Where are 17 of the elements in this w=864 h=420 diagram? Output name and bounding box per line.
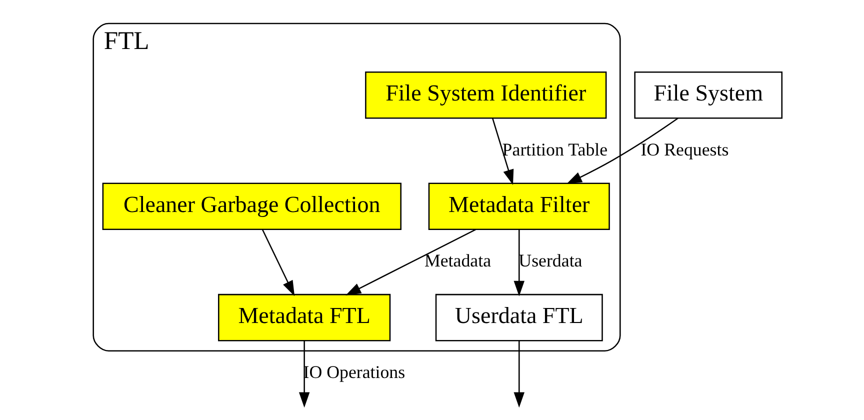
arrow [345, 229, 476, 296]
node-box: File System Identifier [364, 71, 606, 119]
edge-label: IO Requests [640, 139, 728, 160]
node-box: Cleaner Garbage Collection [102, 182, 401, 230]
edge-label: Partition Table [502, 139, 608, 160]
arrow [513, 340, 524, 408]
arrow [261, 229, 294, 296]
arrow [513, 230, 524, 296]
node-box: Userdata FTL [434, 294, 602, 342]
node-box: Metadata FTL [218, 294, 390, 342]
arrow [566, 118, 678, 184]
arrow [492, 118, 514, 185]
arrow [298, 340, 310, 408]
node-box: Metadata Filter [428, 182, 610, 230]
node-box: File System [634, 71, 782, 119]
edge-label: Userdata [518, 250, 582, 271]
edge-label: Metadata [424, 250, 491, 271]
